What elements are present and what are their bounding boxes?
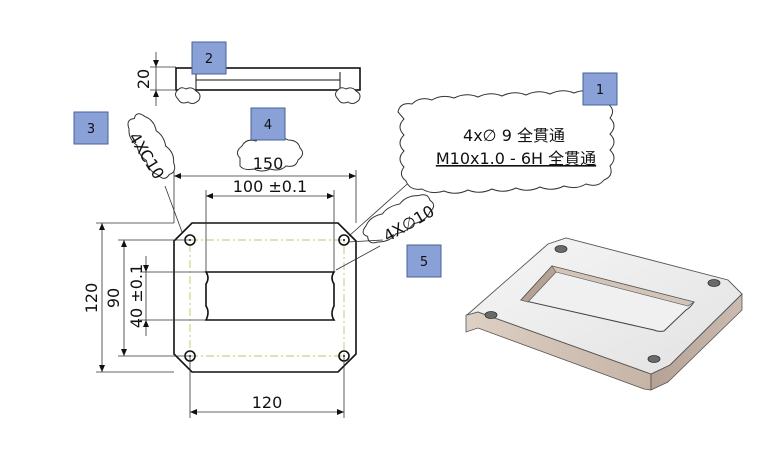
horizontal-pitch-label: 120	[252, 393, 283, 412]
side-view-revision-cloud-right	[335, 87, 361, 105]
callout-tag-5: 5	[406, 244, 442, 278]
plate-hole-back-left	[554, 245, 568, 253]
mounting-holes	[184, 234, 350, 362]
callout-tag-1: 1	[582, 72, 618, 106]
callout-tag-3: 3	[73, 111, 109, 145]
callout-number-5: 5	[420, 255, 428, 270]
plate-hole-front-right	[647, 355, 661, 363]
hole-spec-revision-cloud: 4X∅10	[362, 194, 438, 246]
hole-top-right	[338, 234, 350, 246]
vertical-pitch-label: 90	[104, 288, 123, 308]
slot-length-label: 100 ±0.1	[233, 177, 307, 196]
callout-tag-2: 2	[191, 41, 227, 75]
overall-height-label: 120	[82, 283, 101, 314]
note-line-2: M10x1.0 - 6H 全貫通	[436, 149, 596, 168]
plate-hole-front-left	[484, 311, 498, 319]
callout-number-4: 4	[264, 118, 272, 133]
chamfer-revision-cloud: 4XC10	[125, 113, 176, 183]
callout-number-3: 3	[87, 122, 95, 137]
overall-width-label: 150	[253, 154, 284, 173]
plate-hole-back-right	[707, 279, 721, 287]
plate-outline	[173, 222, 357, 373]
plan-view: 150 100 ±0.1 120 90 40 ±0.1	[82, 113, 438, 418]
hole-note: 4x∅ 9 全貫通 M10x1.0 - 6H 全貫通	[397, 90, 615, 194]
plate-slot	[520, 265, 695, 332]
callout-number-2: 2	[205, 52, 213, 67]
callout-tag-4: 4	[250, 107, 286, 141]
note-revision-cloud	[397, 90, 615, 194]
side-view-revision-cloud-left	[175, 87, 201, 105]
plate-holes	[484, 245, 721, 363]
slot-width-label: 40 ±0.1	[127, 264, 146, 328]
callout-number-1: 1	[596, 83, 604, 98]
isometric-plate	[465, 237, 743, 391]
center-slot	[204, 271, 336, 321]
hole-centerline-rect	[189, 239, 345, 357]
note-line-1: 4x∅ 9 全貫通	[463, 126, 565, 145]
side-thickness-label: 20	[134, 69, 153, 89]
side-view: 20	[134, 52, 361, 106]
